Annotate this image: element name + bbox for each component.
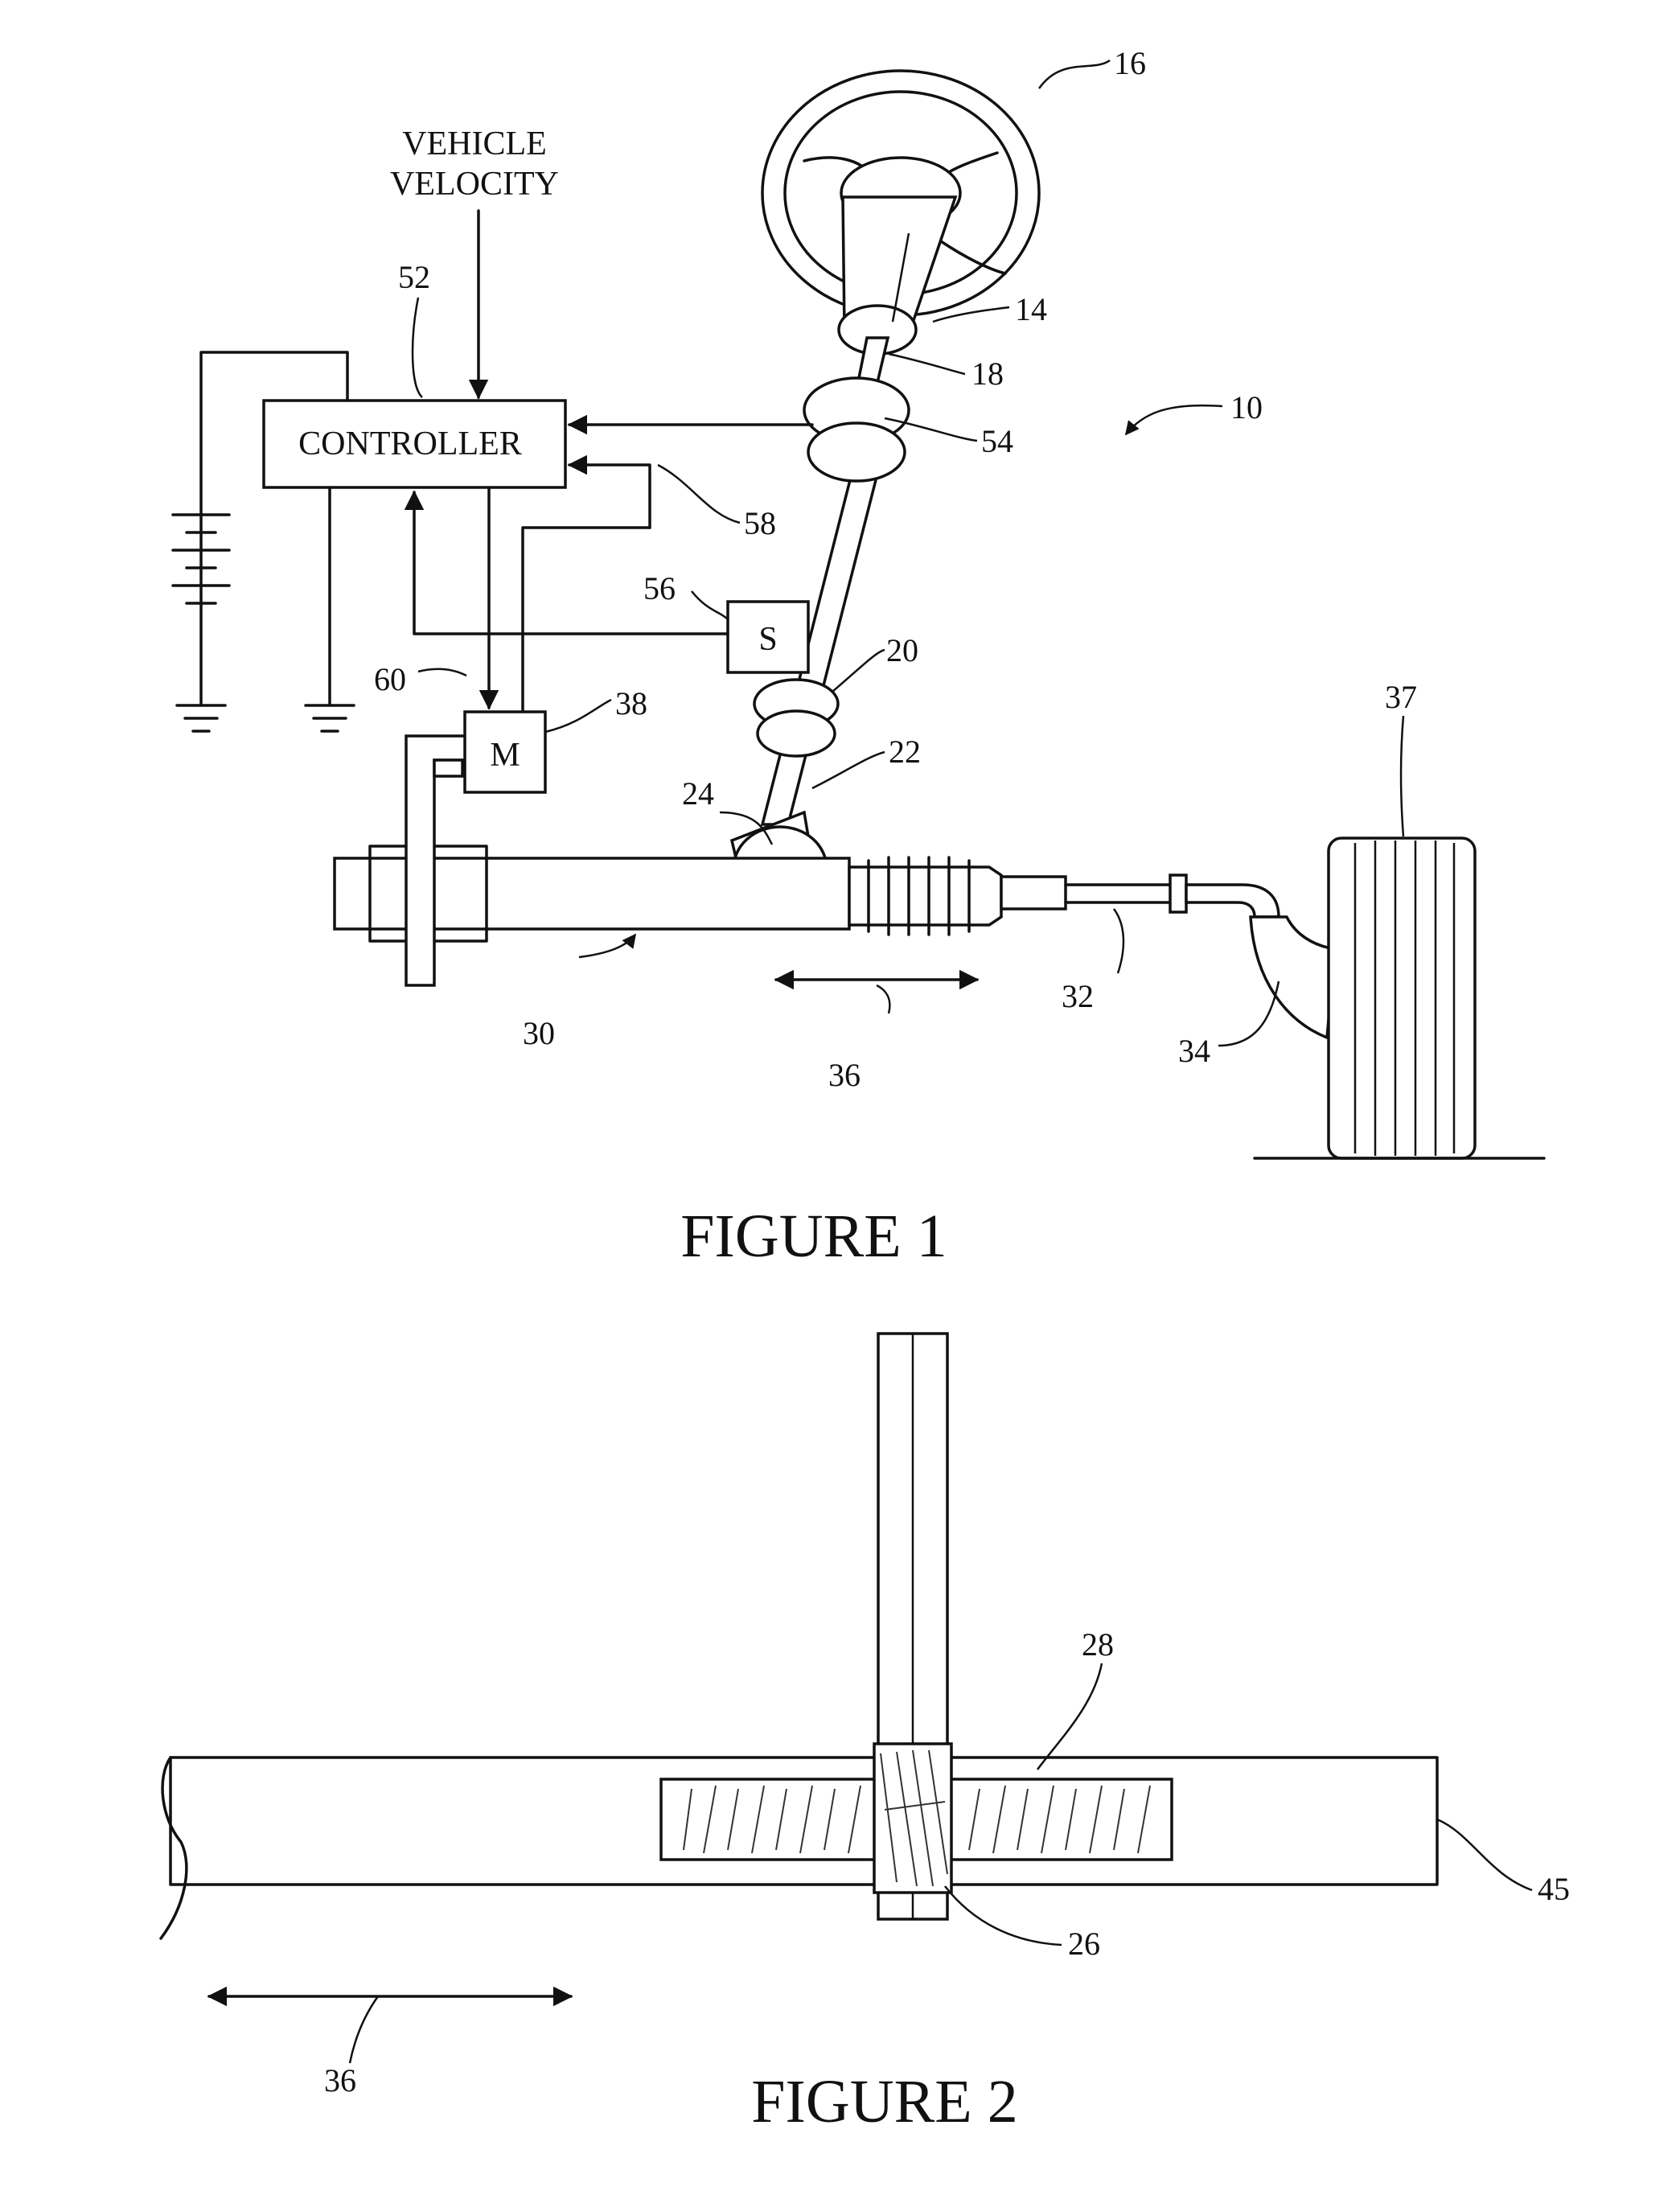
ref-54: 54 xyxy=(981,423,1013,459)
controller-block: CONTROLLER xyxy=(262,399,567,489)
road-wheel xyxy=(1327,837,1477,1160)
ref-18: 18 xyxy=(971,356,1004,392)
battery-icon xyxy=(171,513,231,605)
ref-32: 32 xyxy=(1062,978,1094,1014)
ground-icon xyxy=(175,704,227,733)
ref-30: 30 xyxy=(523,1015,555,1051)
motor-label: M xyxy=(490,737,520,774)
leader-lines xyxy=(411,59,1405,1047)
ref-52: 52 xyxy=(398,259,430,295)
ground-icon xyxy=(304,704,355,733)
electric-motor: M xyxy=(405,710,547,987)
ref-28: 28 xyxy=(1082,1626,1114,1663)
ref-56: 56 xyxy=(643,570,676,606)
steering-shaft xyxy=(753,336,910,826)
ref-34: 34 xyxy=(1178,1033,1210,1069)
vehicle-velocity-label-line2: VELOCITY xyxy=(390,166,559,203)
pinion-gear xyxy=(873,1742,953,1894)
torque-sensor: S xyxy=(726,600,810,674)
ref-20: 20 xyxy=(886,632,918,668)
reference-numerals: 28 45 26 36 xyxy=(324,1626,1570,2099)
figure-1-caption: FIGURE 1 xyxy=(680,1202,947,1270)
ref-60: 60 xyxy=(374,661,406,697)
steering-column xyxy=(837,195,958,356)
ref-38: 38 xyxy=(615,685,647,721)
ref-14: 14 xyxy=(1015,291,1047,327)
ref-36: 36 xyxy=(828,1057,861,1093)
leader-lines xyxy=(348,1663,1533,2064)
steering-knuckle xyxy=(1249,915,1337,1040)
sensor-label: S xyxy=(758,621,777,658)
rack-boot xyxy=(848,856,1003,936)
ref-24: 24 xyxy=(682,775,714,812)
ref-37: 37 xyxy=(1385,679,1417,715)
figure-1: S xyxy=(171,45,1546,1270)
steering-rack xyxy=(333,845,1280,943)
figure-2: 28 45 26 36 FIGURE 2 xyxy=(159,1332,1570,2136)
vehicle-velocity-label-line1: VEHICLE xyxy=(402,125,547,162)
ref-16: 16 xyxy=(1114,45,1146,81)
figure-2-caption: FIGURE 2 xyxy=(751,2068,1017,2136)
controller-label: CONTROLLER xyxy=(298,425,522,462)
ref-45: 45 xyxy=(1538,1871,1570,1907)
ref-10: 10 xyxy=(1230,389,1263,425)
reference-numerals: 16 14 18 10 54 52 58 56 20 60 38 37 22 2… xyxy=(374,45,1417,1093)
ref-36: 36 xyxy=(324,2062,356,2099)
ref-22: 22 xyxy=(889,734,921,770)
signal-wiring xyxy=(199,351,814,713)
ref-58: 58 xyxy=(744,505,776,541)
ref-26: 26 xyxy=(1068,1926,1100,1962)
